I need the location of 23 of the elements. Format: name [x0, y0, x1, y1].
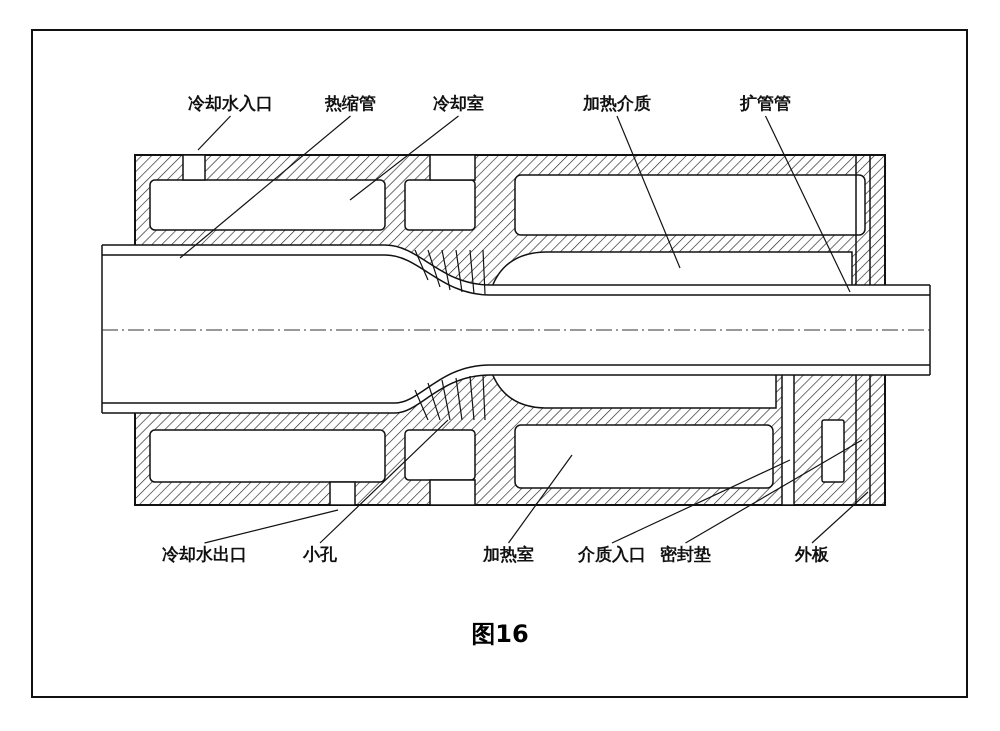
- part-label: 加热室: [483, 545, 534, 565]
- leader-line: [508, 454, 572, 544]
- leader-line: [812, 492, 868, 544]
- leader-line: [320, 420, 448, 544]
- part-label: 冷却室: [433, 94, 484, 114]
- leader-line: [612, 459, 790, 544]
- part-label: 扩管管: [740, 94, 791, 114]
- leader-line: [204, 509, 338, 544]
- figure-caption: 图16: [471, 619, 529, 650]
- leader-line: [685, 439, 862, 544]
- part-label: 冷却水出口: [162, 545, 247, 565]
- part-label: 外板: [795, 545, 829, 565]
- leader-line: [350, 116, 459, 200]
- leader-line: [616, 116, 681, 268]
- part-label: 热缩管: [325, 94, 376, 114]
- part-label: 加热介质: [583, 94, 651, 114]
- part-label: 冷却水入口: [188, 94, 273, 114]
- leader-line: [198, 116, 231, 150]
- part-label: 介质入口: [578, 545, 646, 565]
- part-label: 小孔: [303, 545, 337, 565]
- part-label: 密封垫: [660, 545, 711, 565]
- leader-line: [180, 116, 351, 258]
- leader-line: [764, 116, 851, 292]
